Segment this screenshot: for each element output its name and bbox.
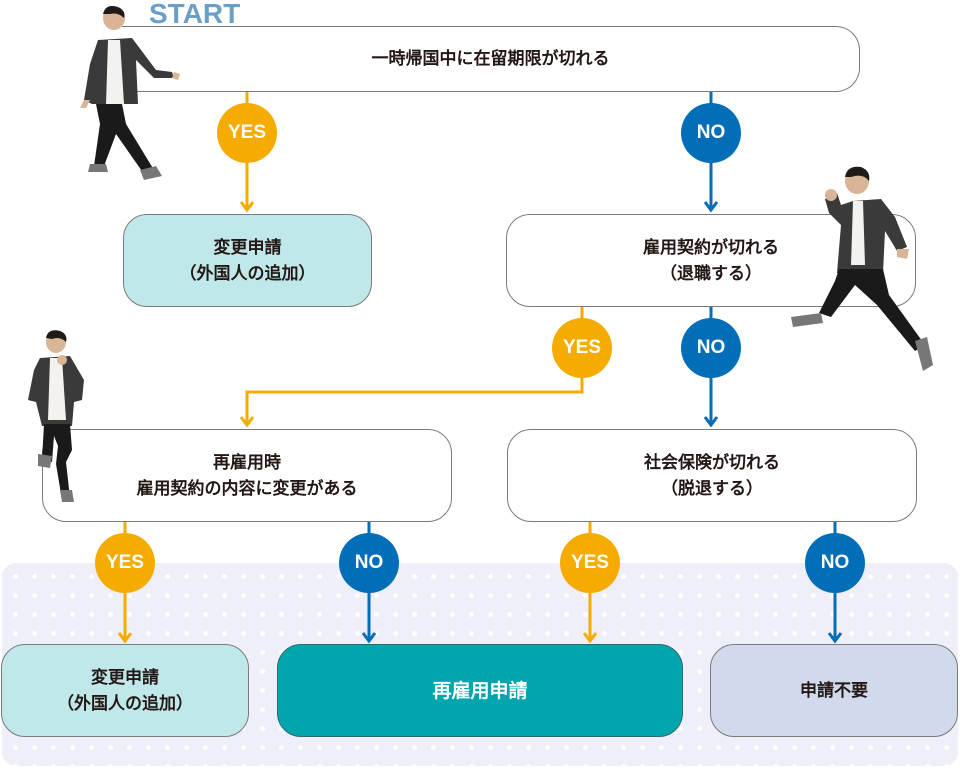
yes-badge: YES bbox=[560, 533, 620, 593]
no-badge: NO bbox=[681, 318, 741, 378]
badge-label: NO bbox=[696, 337, 726, 358]
question-node-residence-expiry: 一時帰国中に在留期限が切れる bbox=[122, 26, 860, 92]
jumping-person-icon bbox=[791, 166, 933, 371]
node-text: 再雇用時 bbox=[213, 452, 281, 473]
arrowhead bbox=[239, 416, 255, 428]
badge-label: NO bbox=[696, 122, 726, 143]
question-node-insurance-ends: 社会保険が切れる （脱退する） bbox=[507, 429, 917, 522]
badge-label: YES bbox=[570, 552, 610, 573]
node-text: 変更申請 bbox=[91, 667, 159, 688]
arrowhead bbox=[361, 632, 377, 644]
no-badge: NO bbox=[339, 533, 399, 593]
node-text: （退職する） bbox=[660, 263, 762, 284]
node-text: 変更申請 bbox=[213, 237, 282, 258]
badge-label: NO bbox=[820, 552, 850, 573]
result-node-change-application-2: 変更申請 （外国人の追加） bbox=[1, 644, 249, 737]
badge-label: YES bbox=[227, 122, 267, 143]
node-text: 雇用契約が切れる bbox=[643, 237, 779, 258]
question-node-rehire-change: 再雇用時 雇用契約の内容に変更がある bbox=[42, 429, 452, 522]
node-text: 一時帰国中に在留期限が切れる bbox=[371, 49, 610, 69]
node-text: （外国人の追加） bbox=[57, 693, 193, 714]
yes-badge: YES bbox=[552, 318, 612, 378]
result-node-no-application: 申請不要 bbox=[710, 644, 958, 737]
badge-label: YES bbox=[562, 337, 602, 358]
badge-label: YES bbox=[105, 552, 145, 573]
running-person-icon bbox=[28, 330, 84, 502]
edge-q2-q3 bbox=[245, 306, 584, 425]
arrowhead bbox=[703, 201, 719, 213]
node-text: （脱退する） bbox=[661, 478, 763, 499]
arrowhead bbox=[703, 416, 719, 428]
node-text: 雇用契約の内容に変更がある bbox=[136, 478, 358, 499]
yes-badge: YES bbox=[217, 103, 277, 163]
arrowhead bbox=[239, 201, 255, 213]
result-node-rehire-application: 再雇用申請 bbox=[277, 644, 683, 737]
node-text: （外国人の追加） bbox=[179, 263, 316, 284]
arrowhead bbox=[582, 632, 598, 644]
start-label: START bbox=[149, 0, 241, 29]
arrowhead bbox=[827, 632, 843, 644]
no-badge: NO bbox=[805, 533, 865, 593]
node-text: 再雇用申請 bbox=[432, 679, 528, 702]
yes-badge: YES bbox=[95, 533, 155, 593]
node-text: 申請不要 bbox=[800, 680, 868, 701]
walking-person-icon bbox=[80, 6, 180, 180]
no-badge: NO bbox=[681, 103, 741, 163]
result-node-change-application: 変更申請 （外国人の追加） bbox=[123, 214, 372, 307]
node-text: 社会保険が切れる bbox=[644, 452, 780, 473]
badge-label: NO bbox=[354, 552, 384, 573]
arrowhead bbox=[117, 632, 133, 644]
